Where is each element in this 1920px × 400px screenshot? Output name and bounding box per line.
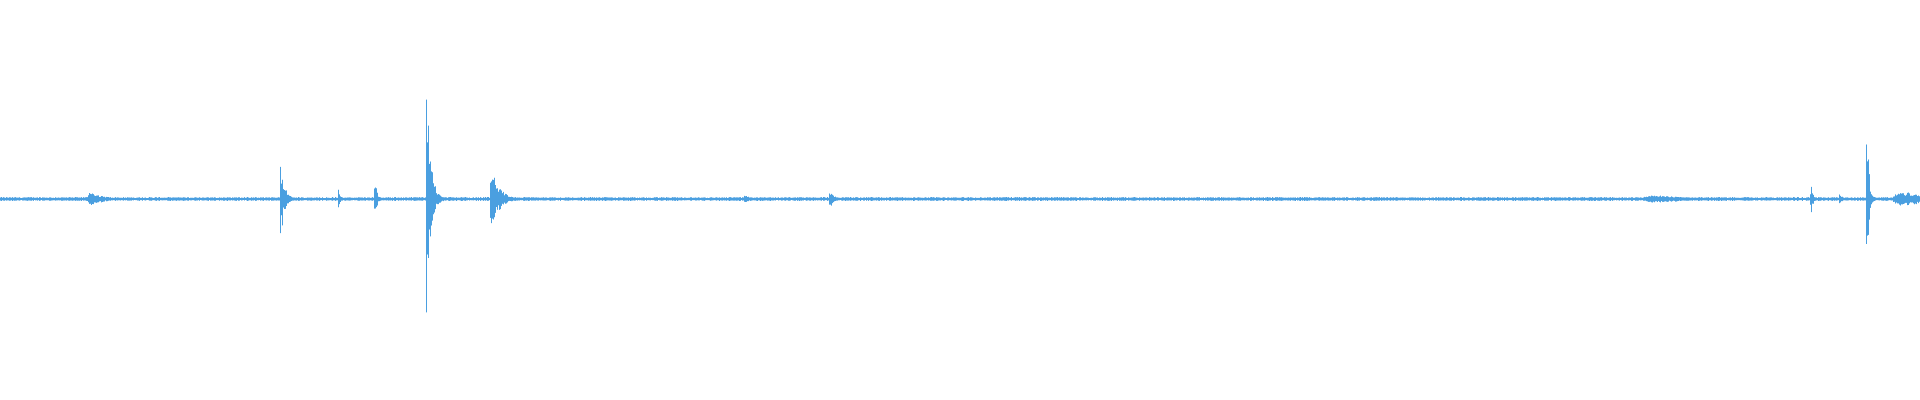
waveform-samples (0, 99, 1920, 313)
waveform-trace (0, 99, 1920, 313)
